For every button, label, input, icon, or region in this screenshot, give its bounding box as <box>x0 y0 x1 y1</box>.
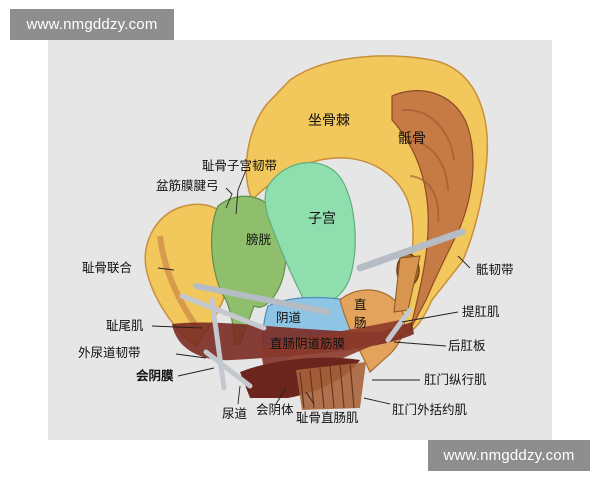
leader-puborectalis <box>305 391 315 405</box>
label-pubococcygeus: 耻尾肌 <box>106 318 144 333</box>
label-urethral-ligament: 外尿道韧带 <box>78 345 141 360</box>
leader-urethra <box>237 385 241 405</box>
label-sacrum: 骶骨 <box>398 131 426 147</box>
leader-perineal-body <box>275 387 287 405</box>
label-vagina: 阴道 <box>276 310 302 325</box>
pubic-symphysis-face <box>157 235 199 328</box>
label-urethra: 尿道 <box>222 406 248 421</box>
label-rectum: 直 肠 <box>354 297 367 330</box>
label-levator-ani: 提肛肌 <box>462 304 500 319</box>
label-perineal-membrane: 会阴膜 <box>136 368 174 383</box>
watermark-bottom: www.nmgddzy.com <box>428 440 590 471</box>
label-anal-longitudinal: 肛门纵行肌 <box>424 372 487 387</box>
label-external-anal-sphincter: 肛门外括约肌 <box>392 402 468 417</box>
leader-urethral-ligament <box>175 353 207 359</box>
label-puborectalis-inner: 直肠阴道筋膜 <box>270 336 346 351</box>
label-sacrospinous-ligament: 骶韧带 <box>476 262 514 277</box>
label-pubo-uterine-ligament: 耻骨子宫韧带 <box>202 158 278 173</box>
label-perineal-body: 会阴体 <box>256 402 294 417</box>
watermark-top: www.nmgddzy.com <box>10 9 174 40</box>
label-uterus: 子宫 <box>308 211 336 227</box>
label-posterior-anal-plate: 后肛板 <box>448 338 486 353</box>
anal-longitudinal-muscle <box>296 362 366 410</box>
label-pubic-symphysis: 耻骨联合 <box>82 260 133 275</box>
leader-sacrospinous <box>457 255 471 269</box>
label-puborectalis: 耻骨直肠肌 <box>296 410 359 425</box>
ischial-cord <box>209 297 227 391</box>
urethral-cord <box>203 349 253 389</box>
pubourethral-cord <box>179 293 267 331</box>
sacrum-texture <box>401 108 455 223</box>
label-ischium: 坐骨棘 <box>308 113 350 129</box>
leader-external-sphincter <box>363 397 391 405</box>
uterus-organ <box>264 161 356 303</box>
leader-pubo-uterine <box>235 169 247 215</box>
anal-plate-cord <box>385 307 413 343</box>
leader-anal-plate <box>393 341 447 347</box>
leader-lines <box>151 169 471 405</box>
leader-levator <box>401 311 459 323</box>
pelvic-fascia-cord <box>193 283 331 315</box>
label-bladder: 膀胱 <box>246 232 272 247</box>
leader-pubococcygeus <box>151 325 203 329</box>
label-pelvic-fascia-arch: 盆筋膜腱弓 <box>156 178 219 193</box>
muscle-fibers <box>299 361 355 409</box>
sacrospinous-ligament-cord <box>356 228 466 272</box>
leader-perineal-membrane <box>177 367 215 377</box>
leader-fascia-arch <box>225 187 233 209</box>
leader-pubic-symphysis <box>157 267 175 271</box>
